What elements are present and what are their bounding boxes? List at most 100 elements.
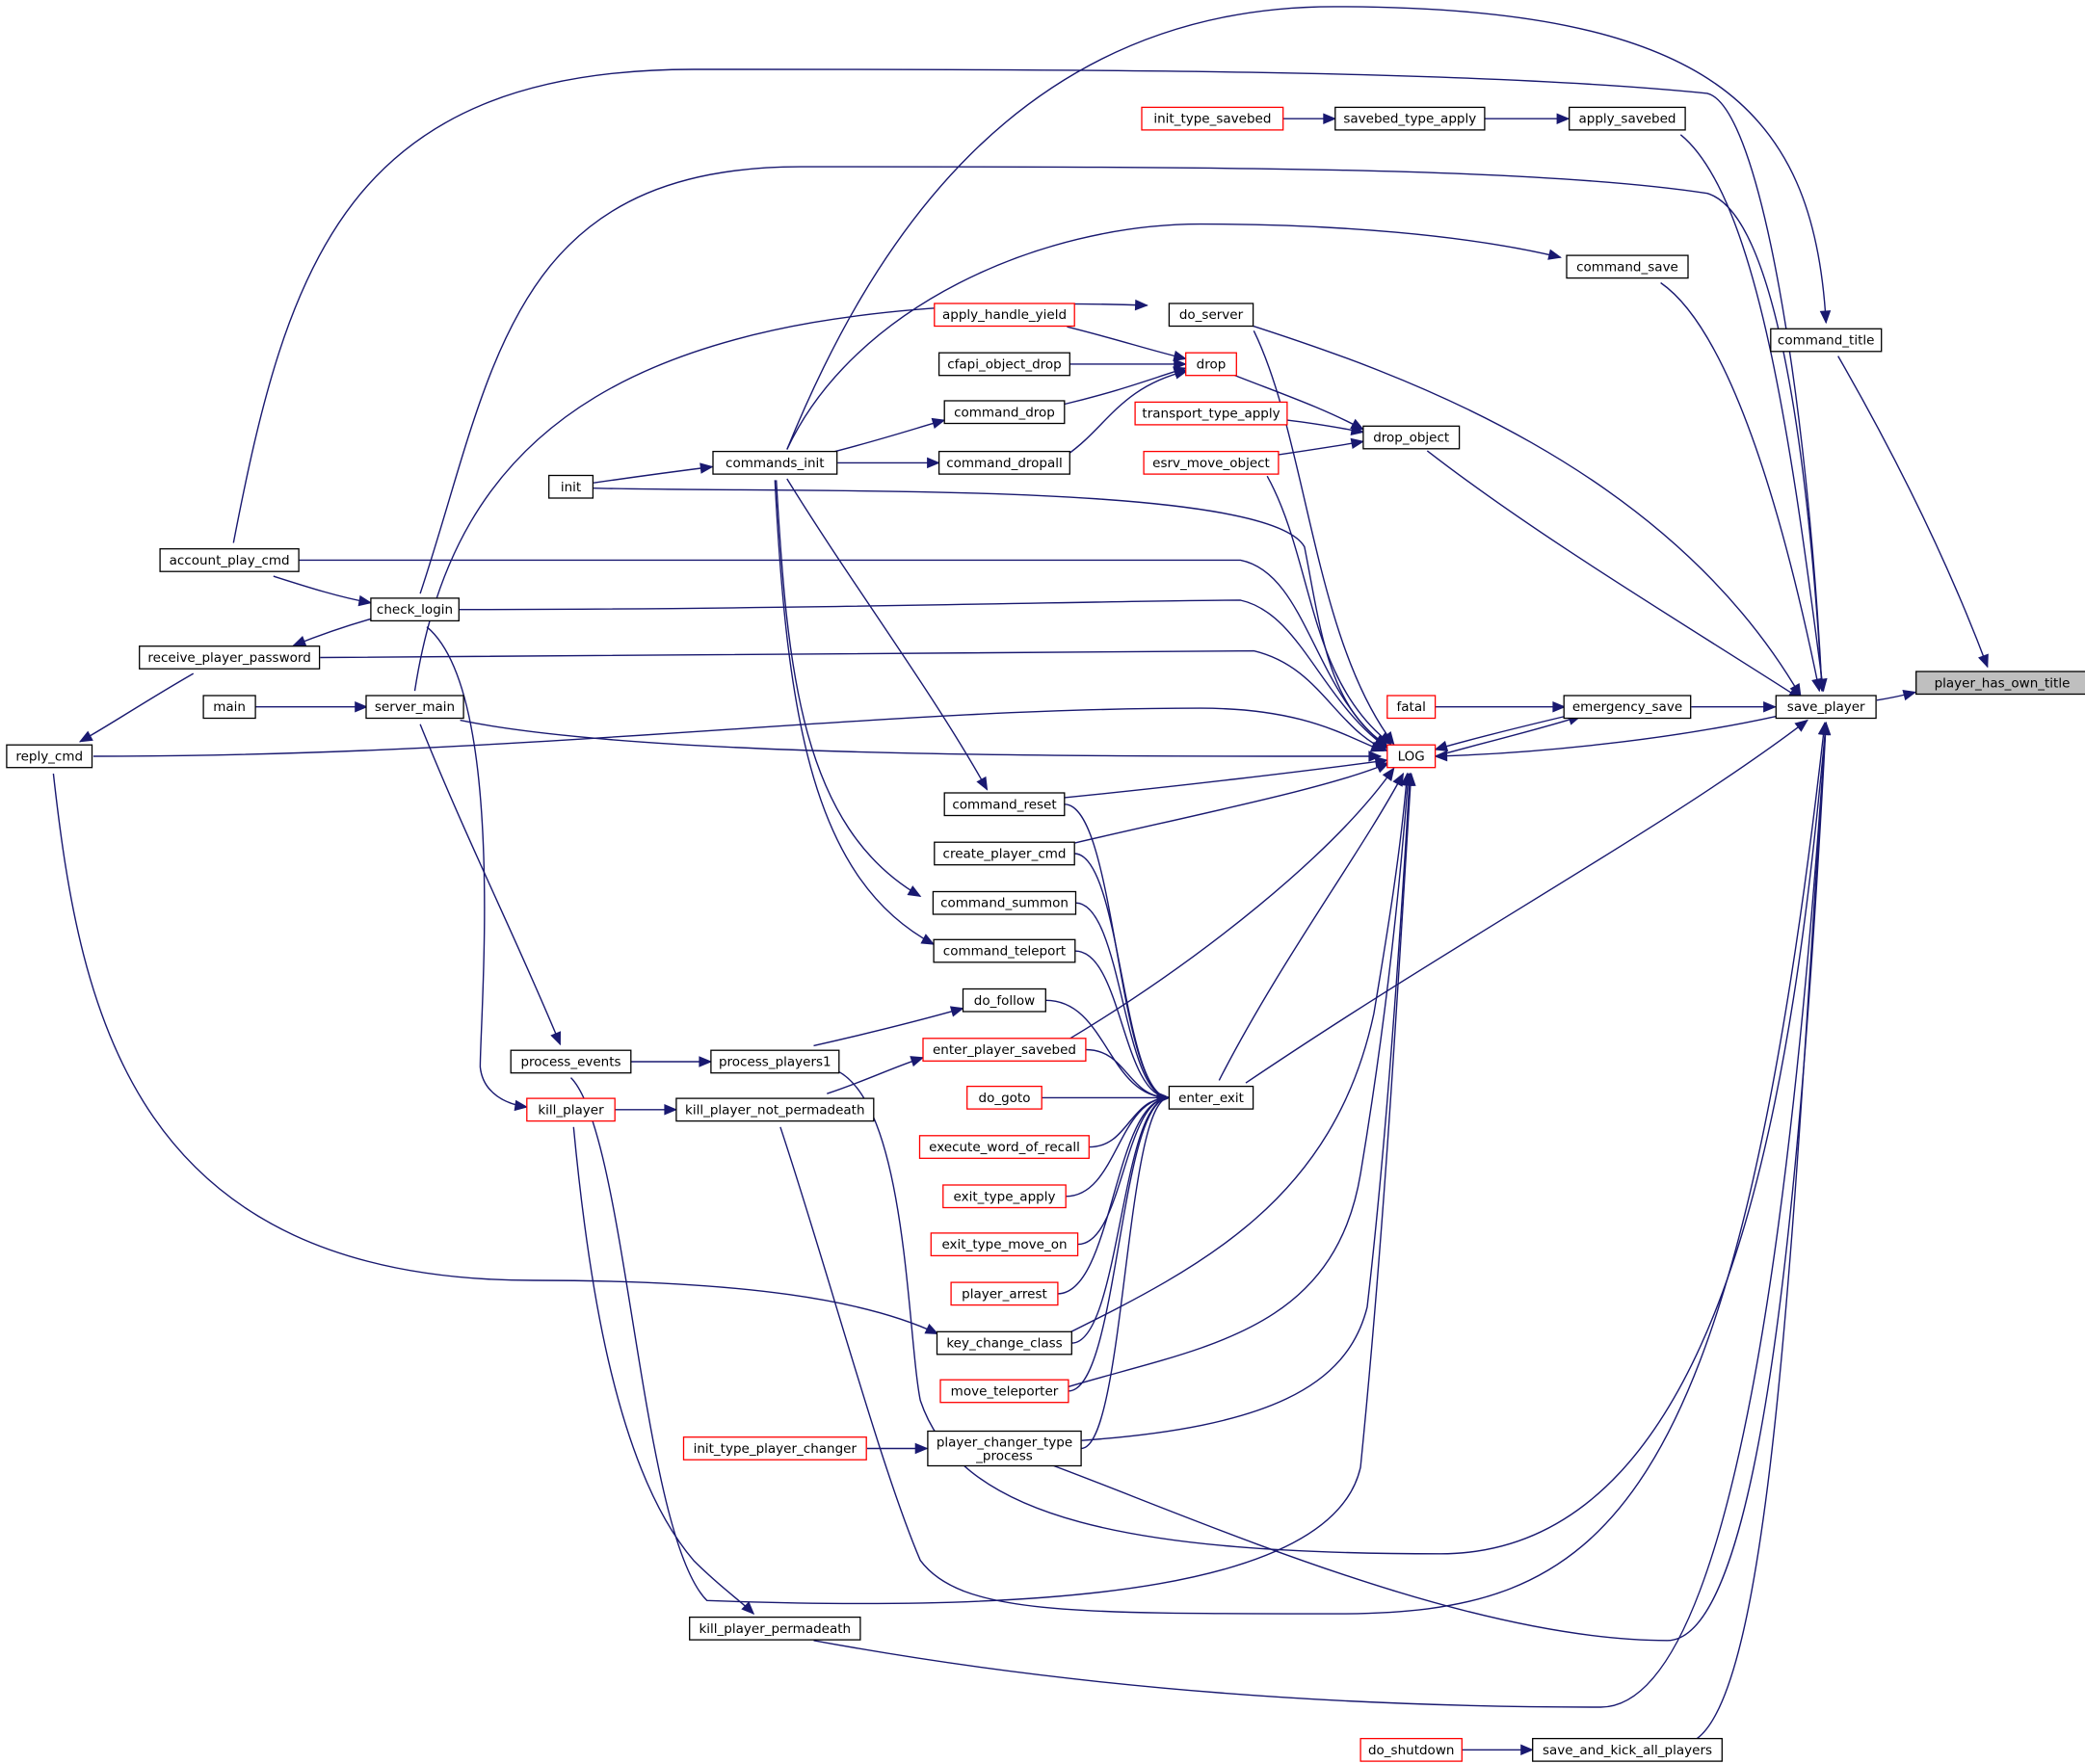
node-command-drop[interactable]: command_drop <box>943 400 1066 425</box>
node-check-login[interactable]: check_login <box>370 597 460 622</box>
node-process-players1[interactable]: process_players1 <box>710 1049 840 1074</box>
edge-save_and_kick_all_players-to-save_player <box>1693 722 1832 1742</box>
node-command-teleport[interactable]: command_teleport <box>933 938 1076 963</box>
node-command-title[interactable]: command_title <box>1770 328 1883 353</box>
node-server-main[interactable]: server_main <box>365 695 464 720</box>
node-kill-player[interactable]: kill_player <box>526 1097 616 1122</box>
edge-create_player_cmd-to-enter_exit <box>1074 853 1171 1104</box>
edge-main-to-server_main <box>254 700 369 713</box>
edge-server_main-to-process_events <box>419 724 562 1046</box>
node-reply-cmd[interactable]: reply_cmd <box>6 744 93 769</box>
node-command-summon[interactable]: command_summon <box>932 890 1077 915</box>
node-receive-player-password[interactable]: receive_player_password <box>139 645 321 670</box>
node-label: apply_savebed <box>1579 112 1676 127</box>
node-process-events[interactable]: process_events <box>510 1049 632 1074</box>
edge-reply_cmd-to-LOG <box>92 707 1385 757</box>
node-do-shutdown[interactable]: do_shutdown <box>1359 1737 1463 1762</box>
node-exit-type-apply[interactable]: exit_type_apply <box>942 1184 1067 1209</box>
edge-init-to-LOG <box>594 487 1388 747</box>
edge-check_login-to-LOG <box>459 599 1388 750</box>
node-label: do_follow <box>974 993 1035 1009</box>
node-kill-player-permadeath[interactable]: kill_player_permadeath <box>689 1616 861 1641</box>
node-enter-player-savebed[interactable]: enter_player_savebed <box>922 1038 1087 1062</box>
node-execute-word-of-recall[interactable]: execute_word_of_recall <box>918 1135 1090 1159</box>
edge-apply_handle_yield-to-drop <box>1067 326 1187 362</box>
node-label: enter_player_savebed <box>933 1042 1076 1058</box>
node-commands-init[interactable]: commands_init <box>712 450 838 475</box>
node-label: emergency_save <box>1572 699 1682 715</box>
node-label: command_teleport <box>943 944 1066 960</box>
node-command-dropall[interactable]: command_dropall <box>937 450 1070 475</box>
edge-check_login-to-receive_player_password <box>292 618 372 646</box>
node-account-play-cmd[interactable]: account_play_cmd <box>159 548 300 572</box>
node-label: savebed_type_apply <box>1343 112 1476 127</box>
node-savebed-type-apply[interactable]: savebed_type_apply <box>1334 106 1486 131</box>
edge-drop_object-to-save_player <box>1426 450 1802 700</box>
node-init-type-savebed[interactable]: init_type_savebed <box>1141 106 1284 131</box>
node-player-arrest[interactable]: player_arrest <box>950 1281 1059 1306</box>
edge-init_type_player_changer-to-player_changer_type_process <box>866 1442 929 1455</box>
edge-process_players1-to-do_follow <box>813 1006 964 1047</box>
node-create-player-cmd[interactable]: create_player_cmd <box>934 841 1075 866</box>
node-init-type-player-changer[interactable]: init_type_player_changer <box>682 1436 867 1461</box>
edge-commands_init-to-command_teleport <box>774 480 936 945</box>
node-do-goto[interactable]: do_goto <box>966 1085 1042 1110</box>
node-label: player_has_own_title <box>1935 675 2071 691</box>
edge-cfapi_object_drop-to-drop <box>1069 358 1187 370</box>
node-label: server_main <box>375 699 455 715</box>
node-kill-player-not-permadeath[interactable]: kill_player_not_permadeath <box>675 1097 875 1122</box>
edge-kill_player_not_permadeath-to-enter_player_savebed <box>827 1056 925 1094</box>
edge-check_login-to-kill_player <box>426 626 529 1112</box>
node-label: drop_object <box>1373 431 1449 446</box>
node-key-change-class[interactable]: key_change_class <box>936 1330 1072 1356</box>
node-LOG[interactable]: LOG <box>1386 744 1437 769</box>
node-label: kill_player <box>538 1102 604 1118</box>
node-label: drop <box>1197 356 1227 372</box>
node-drop-object[interactable]: drop_object <box>1362 425 1461 450</box>
edge-esrv_move_object-to-LOG <box>1266 475 1392 746</box>
edge-receive_player_password-to-LOG <box>320 649 1388 752</box>
node-label: main <box>213 699 246 715</box>
edge-apply_savebed-to-save_player <box>1679 134 1828 693</box>
edge-command_drop-to-drop <box>1064 366 1187 406</box>
node-enter-exit[interactable]: enter_exit <box>1168 1085 1254 1110</box>
node-label: reply_cmd <box>15 750 83 765</box>
node-label: process_players1 <box>719 1055 831 1070</box>
node-do-follow[interactable]: do_follow <box>962 987 1046 1013</box>
node-move-teleporter[interactable]: move_teleporter <box>939 1379 1069 1404</box>
edge-reply_cmd-to-key_change_class <box>52 773 939 1335</box>
node-apply-savebed[interactable]: apply_savebed <box>1569 106 1686 131</box>
node-label: kill_player_permadeath <box>699 1621 851 1637</box>
node-save-and-kick-all-players[interactable]: save_and_kick_all_players <box>1532 1737 1723 1762</box>
node-label: process_events <box>520 1055 620 1070</box>
node-label: fatal <box>1397 699 1426 715</box>
node-player-has-own-title[interactable]: player_has_own_title <box>1915 671 2085 696</box>
node-label: exit_type_apply <box>954 1189 1056 1204</box>
node-cfapi-object-drop[interactable]: cfapi_object_drop <box>937 352 1070 377</box>
node-esrv-move-object[interactable]: esrv_move_object <box>1143 450 1280 475</box>
edge-check_login-to-save_player <box>419 166 1828 693</box>
node-player-changer-type-process[interactable]: player_changer_type_process <box>927 1430 1082 1467</box>
node-label: command_reset <box>952 797 1056 812</box>
edge-enter_exit-to-save_player <box>1245 719 1808 1084</box>
edge-fatal-to-emergency_save <box>1435 700 1567 713</box>
node-apply-handle-yield[interactable]: apply_handle_yield <box>934 303 1075 328</box>
node-transport-type-apply[interactable]: transport_type_apply <box>1134 401 1288 426</box>
node-label: execute_word_of_recall <box>929 1140 1080 1155</box>
node-label: command_dropall <box>946 456 1063 471</box>
node-command-reset[interactable]: command_reset <box>943 792 1066 817</box>
node-exit-type-move-on[interactable]: exit_type_move_on <box>930 1232 1079 1257</box>
node-command-save[interactable]: command_save <box>1566 254 1689 279</box>
node-drop[interactable]: drop <box>1185 352 1237 377</box>
node-fatal[interactable]: fatal <box>1386 695 1437 720</box>
node-main[interactable]: main <box>202 695 256 720</box>
node-label: save_player <box>1787 699 1865 715</box>
node-init[interactable]: init <box>548 474 594 499</box>
node-emergency-save[interactable]: emergency_save <box>1563 695 1692 720</box>
edge-process_events-to-process_players1 <box>630 1056 713 1067</box>
node-do-server[interactable]: do_server <box>1168 303 1254 328</box>
node-label: check_login <box>377 602 453 618</box>
node-save-player[interactable]: save_player <box>1775 695 1877 720</box>
node-label: receive_player_password <box>147 650 310 666</box>
edge-player_arrest-to-enter_exit <box>1057 1092 1171 1295</box>
